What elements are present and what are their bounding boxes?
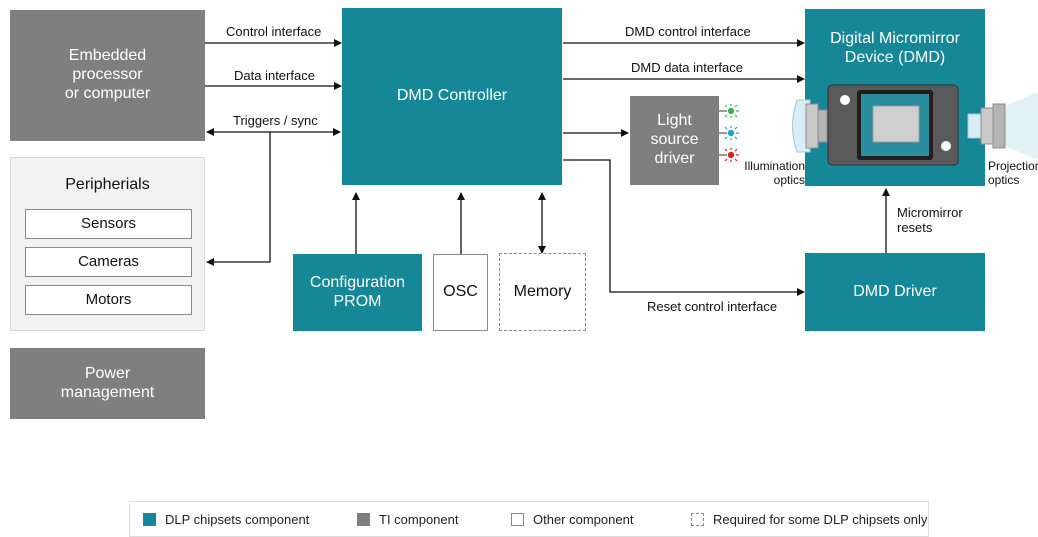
sensors-block: Sensors — [25, 209, 192, 239]
ti-swatch-icon — [357, 513, 370, 526]
motors-block: Motors — [25, 285, 192, 315]
triggers-sync-label: Triggers / sync — [233, 113, 318, 128]
legend-item-dlp: DLP chipsets component — [143, 512, 309, 527]
reset-control-interface-arrow — [563, 159, 805, 296]
peripherals-group: Peripherials Sensors Cameras Motors — [10, 157, 205, 331]
dmd-chip-illustration — [792, 84, 1038, 166]
dmd-chip-icon — [827, 84, 959, 166]
cameras-block: Cameras — [25, 247, 192, 277]
legend-item-other: Other component — [511, 512, 633, 527]
osc-block: OSC — [433, 254, 488, 331]
illumination-lens-icon — [792, 99, 828, 153]
configuration-prom-block: Configuration PROM — [293, 254, 422, 331]
memory-label: Memory — [513, 282, 572, 300]
required-swatch-icon — [691, 513, 704, 526]
legend-required-label: Required for some DLP chipsets only — [713, 512, 928, 527]
micromirror-resets-label: Micromirror resets — [897, 205, 963, 236]
control-interface-label: Control interface — [226, 24, 322, 39]
dmd-controller-label: DMD Controller — [396, 87, 508, 105]
dmd-driver-label: DMD Driver — [853, 282, 937, 300]
power-management-label: Power management — [60, 364, 155, 401]
osc-label: OSC — [443, 283, 478, 301]
light-source-driver-label: Light source driver — [650, 112, 699, 167]
legend-item-required: Required for some DLP chipsets only — [691, 512, 927, 527]
legend: DLP chipsets component TI component Othe… — [129, 501, 929, 537]
other-swatch-icon — [511, 513, 524, 526]
led-icons — [719, 104, 739, 162]
cameras-label: Cameras — [78, 253, 139, 271]
dmd-driver-block: DMD Driver — [805, 253, 985, 331]
motors-label: Motors — [85, 291, 132, 309]
light-source-driver-block: Light source driver — [630, 96, 719, 185]
legend-ti-label: TI component — [379, 512, 459, 527]
embedded-processor-label: Embedded processor or computer — [64, 47, 151, 102]
legend-item-ti: TI component — [357, 512, 459, 527]
dmd-controller-block: DMD Controller — [342, 8, 562, 185]
peripherals-trigger-arrow — [206, 132, 271, 266]
dlp-swatch-icon — [143, 513, 156, 526]
power-management-block: Power management — [10, 348, 205, 419]
illumination-optics-label: Illumination optics — [744, 159, 805, 187]
projection-optics-label: Projection optics — [988, 160, 1038, 187]
sensors-label: Sensors — [80, 215, 137, 233]
memory-block: Memory — [499, 253, 586, 331]
dmd-control-interface-label: DMD control interface — [625, 24, 751, 39]
projection-lens-icon — [967, 92, 1038, 160]
blue-led-icon — [719, 126, 739, 140]
embedded-processor-block: Embedded processor or computer — [10, 10, 205, 141]
legend-dlp-label: DLP chipsets component — [165, 512, 310, 527]
data-interface-label: Data interface — [234, 68, 315, 83]
dmd-label: Digital Micromirror Device (DMD) — [830, 30, 960, 67]
legend-other-label: Other component — [533, 512, 634, 527]
green-led-icon — [719, 104, 739, 118]
red-led-icon — [719, 148, 739, 162]
reset-control-interface-label: Reset control interface — [647, 299, 778, 314]
dmd-data-interface-label: DMD data interface — [631, 60, 743, 75]
peripherals-title: Peripherials — [65, 176, 150, 193]
configuration-prom-label: Configuration PROM — [309, 273, 406, 310]
